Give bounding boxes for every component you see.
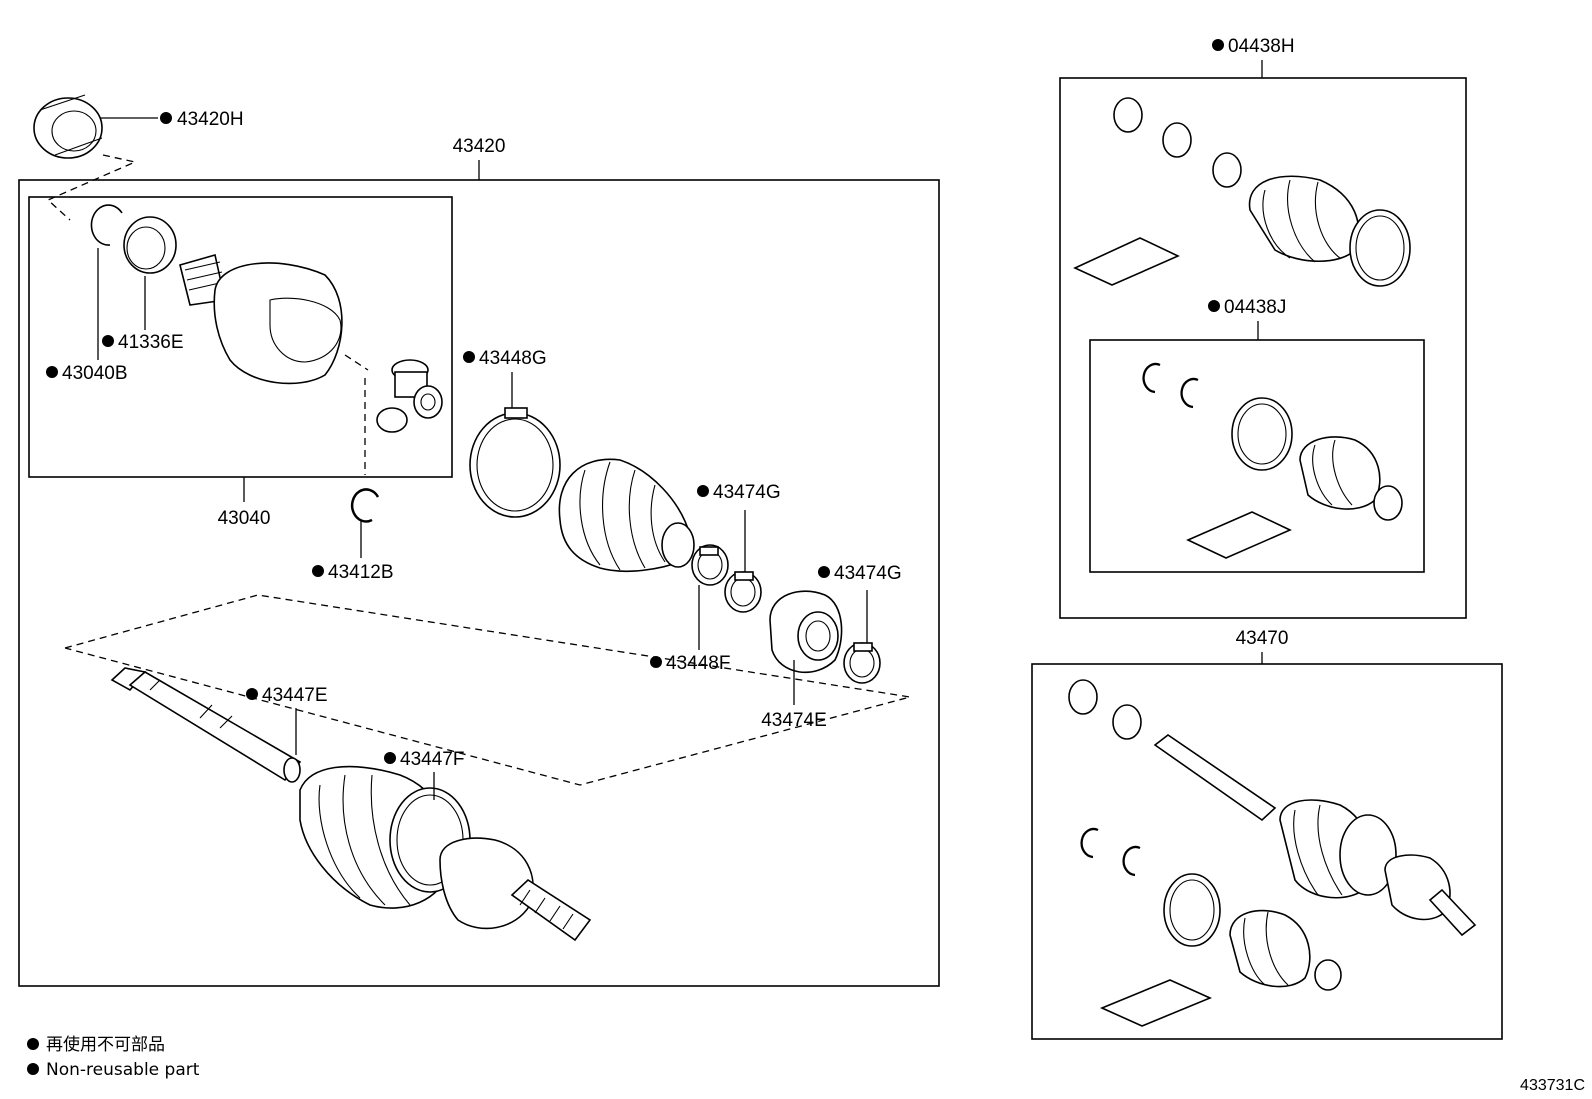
illustration-reference: 433731C xyxy=(1520,1077,1585,1094)
inboard-joint-housing xyxy=(179,253,343,385)
label-43040: 43040 xyxy=(218,508,271,529)
label-43447f: 43447F xyxy=(400,749,464,770)
nonreusable-dot-04438j xyxy=(1208,300,1220,312)
label-43474e: 43474E xyxy=(761,710,827,731)
nonreusable-dot-41336e xyxy=(102,335,114,347)
shaft-group-outline xyxy=(64,594,911,786)
label-43470: 43470 xyxy=(1236,628,1289,649)
small-clamp-43448f xyxy=(691,544,729,586)
nonreusable-dot-43474g-upper xyxy=(697,485,709,497)
label-43040b: 43040B xyxy=(62,363,128,384)
label-43474g-lower: 43474G xyxy=(834,563,902,584)
snap-ring-43412b xyxy=(350,488,380,523)
nonreusable-dot-43447f xyxy=(384,752,396,764)
kit-04438j-parts xyxy=(1142,362,1403,559)
legend-text-en: Non-reusable part xyxy=(46,1060,200,1080)
kit-box-04438h xyxy=(1059,77,1467,619)
drive-shaft xyxy=(110,667,592,942)
clamp-43474g-lower xyxy=(843,642,881,684)
kit-box-04438j xyxy=(1089,339,1425,573)
nonreusable-dot-43448f xyxy=(650,656,662,668)
legend-text-ja: 再使用不可部品 xyxy=(46,1034,165,1055)
label-04438j: 04438J xyxy=(1224,297,1286,318)
kit-43470-parts xyxy=(1068,679,1477,1027)
clamp-43474g-upper xyxy=(724,571,762,613)
nonreusable-dot-43474g-lower xyxy=(818,566,830,578)
legend-dot-ja xyxy=(27,1038,39,1050)
label-43448g: 43448G xyxy=(479,348,547,369)
dynamic-damper-43474e xyxy=(769,590,843,674)
assembly-box-43040 xyxy=(28,196,453,478)
label-43420h: 43420H xyxy=(177,109,244,130)
nonreusable-dot-43040b xyxy=(46,366,58,378)
boot-clamp-43448g xyxy=(469,407,561,518)
label-43474g-upper: 43474G xyxy=(713,482,781,503)
nonreusable-dot-43448g xyxy=(463,351,475,363)
label-43412b: 43412B xyxy=(328,562,394,583)
nonreusable-dot-43447e xyxy=(246,688,258,700)
inboard-boot xyxy=(558,458,695,573)
legend-dot-en xyxy=(27,1063,39,1075)
nonreusable-dot-04438h xyxy=(1212,39,1224,51)
label-43447e: 43447E xyxy=(262,685,328,706)
circlip-43040b xyxy=(90,204,123,246)
nonreusable-dot-43412b xyxy=(312,565,324,577)
label-43420: 43420 xyxy=(453,136,506,157)
tripod-spider xyxy=(376,359,443,433)
label-04438h: 04438H xyxy=(1228,36,1295,57)
bearing-43420h xyxy=(33,94,103,159)
kit-box-43470 xyxy=(1031,663,1503,1040)
seal-41336e xyxy=(123,216,177,274)
kit-04438h-parts xyxy=(1073,97,1411,287)
label-43448f: 43448F xyxy=(666,653,730,674)
nonreusable-dot-43420h xyxy=(160,112,172,124)
label-41336e: 41336E xyxy=(118,332,184,353)
